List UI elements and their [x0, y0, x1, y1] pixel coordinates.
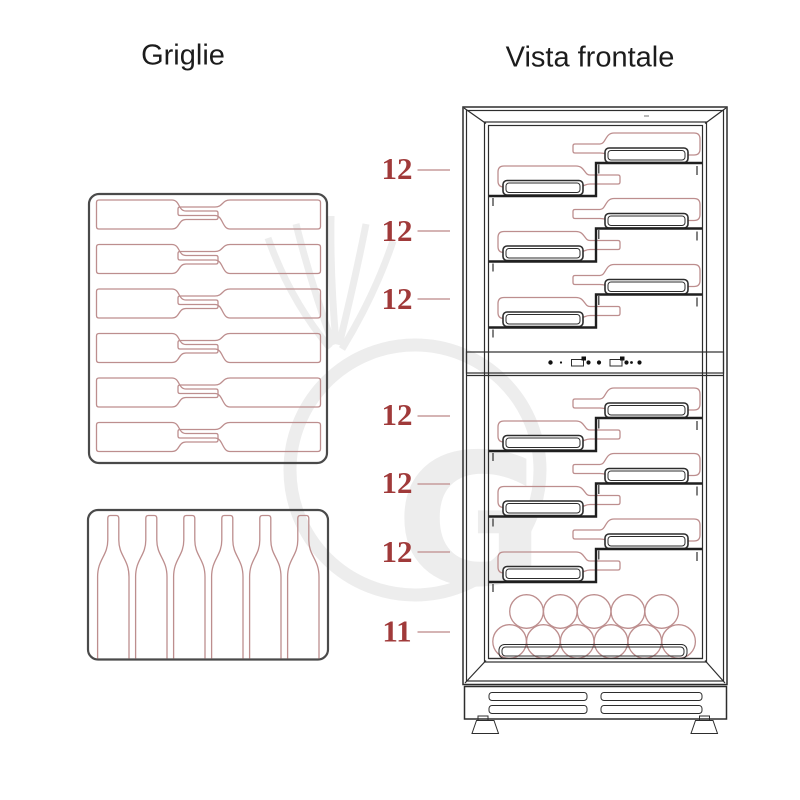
door-frame-edge — [465, 109, 725, 682]
capacity-label: 12 — [382, 213, 413, 248]
cabinet-feet — [471, 715, 719, 734]
bottle-end-circle — [525, 624, 561, 659]
watermark-leaf-rays — [264, 215, 397, 351]
vent-slot — [488, 692, 588, 701]
right-foot — [690, 720, 719, 734]
left-panel-title: Griglie — [141, 40, 225, 72]
right-panel-title: Vista frontale — [506, 42, 675, 74]
bottle-end-circle — [627, 624, 663, 659]
bottle-end-circle — [644, 594, 680, 629]
bottle-end-circle — [661, 624, 697, 659]
grid-shelf-top-view — [87, 192, 329, 465]
frame-corner-diagonal — [704, 107, 727, 124]
bottle-end-circle — [593, 624, 629, 659]
bottle-end-circle — [492, 624, 528, 659]
glass-frame-inner — [487, 124, 704, 660]
base-plinth — [463, 685, 728, 720]
button-dot — [624, 360, 629, 365]
door-frame-outer — [462, 106, 728, 686]
left-foot — [471, 720, 500, 734]
button-dot — [637, 360, 642, 365]
temperature-display-icon — [609, 359, 623, 367]
grid-standing-bottle-rack — [86, 508, 330, 661]
bottle-end-circle — [559, 624, 595, 659]
capacity-label: 11 — [382, 614, 411, 649]
control-panel-band — [465, 351, 725, 377]
indicator-dot — [630, 361, 633, 364]
vent-slot — [600, 692, 703, 701]
display-flag-icon — [581, 356, 586, 361]
rack-grid-frame — [86, 508, 330, 661]
bottle-end-circle — [610, 594, 646, 629]
cabinet-front-view — [462, 106, 728, 734]
shelf-grid-frame — [87, 192, 329, 465]
power-indicator-dot — [548, 360, 553, 365]
upper-zone-shelves — [487, 131, 704, 339]
capacity-label: 12 — [382, 534, 413, 569]
plinth-box — [463, 685, 728, 720]
indicator-dot — [559, 361, 563, 364]
vent-slot — [600, 705, 703, 714]
divider-band — [465, 351, 725, 374]
capacity-callouts: 12 12 12 12 12 12 11 — [382, 151, 450, 649]
capacity-label: 12 — [382, 151, 413, 186]
frame-corner-diagonal — [464, 660, 487, 684]
capacity-label: 12 — [382, 281, 413, 316]
button-dot — [586, 360, 591, 365]
watermark-circle — [283, 338, 547, 602]
capacity-label: 12 — [382, 465, 413, 500]
temperature-display-icon — [571, 359, 584, 367]
bulk-rack-rail-inner — [501, 646, 685, 657]
bulk-bottle-stack — [492, 594, 697, 659]
capacity-label: 12 — [382, 397, 413, 432]
display-flag-icon — [620, 356, 625, 361]
frame-corner-diagonal — [463, 107, 487, 124]
button-dot — [596, 360, 602, 365]
bottle-end-circle — [576, 594, 612, 629]
vent-slot — [488, 705, 588, 714]
glass-frame-outer — [483, 121, 708, 663]
frame-corner-diagonal — [704, 660, 726, 684]
bottle-end-circle — [542, 594, 578, 629]
